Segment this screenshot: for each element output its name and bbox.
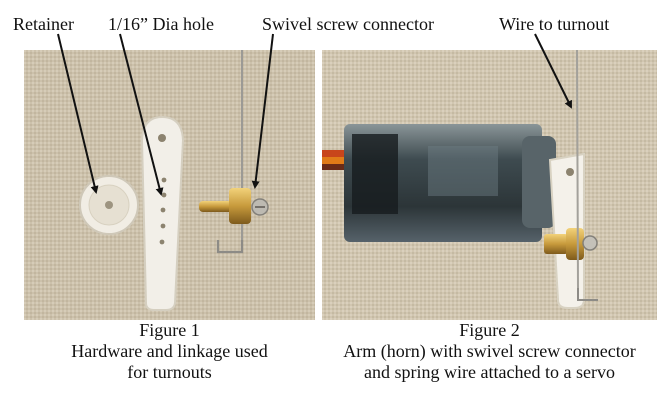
figure1-line2: for turnouts — [127, 362, 212, 382]
figure2-photo — [322, 50, 657, 320]
figure2-title: Figure 2 — [459, 320, 520, 340]
figure1-title: Figure 1 — [139, 320, 200, 340]
retainer-leader — [57, 33, 99, 194]
swivel-leader — [251, 33, 274, 189]
swivel-connector-mounted — [544, 228, 598, 260]
servo-arm — [140, 115, 185, 311]
figure2-line2: and spring wire attached to a servo — [364, 362, 615, 382]
figure1-line1: Hardware and linkage used — [71, 341, 268, 361]
callout-swivel: Swivel screw connector — [262, 14, 434, 34]
callout-wire: Wire to turnout — [499, 14, 610, 34]
wire-leader — [534, 33, 572, 109]
servo-cable — [322, 150, 362, 170]
figure1-caption: Figure 1 Hardware and linkage used for t… — [24, 320, 315, 383]
callout-hole: 1/16” Dia hole — [108, 14, 214, 34]
figure2-line1: Arm (horn) with swivel screw connector — [343, 341, 636, 361]
figure2-caption: Figure 2 Arm (horn) with swivel screw co… — [322, 320, 657, 383]
turnout-wire — [576, 50, 598, 301]
hole-leader — [119, 33, 164, 196]
swivel-connector — [199, 188, 269, 224]
callout-retainer: Retainer — [13, 14, 74, 34]
servo-body — [344, 124, 556, 242]
